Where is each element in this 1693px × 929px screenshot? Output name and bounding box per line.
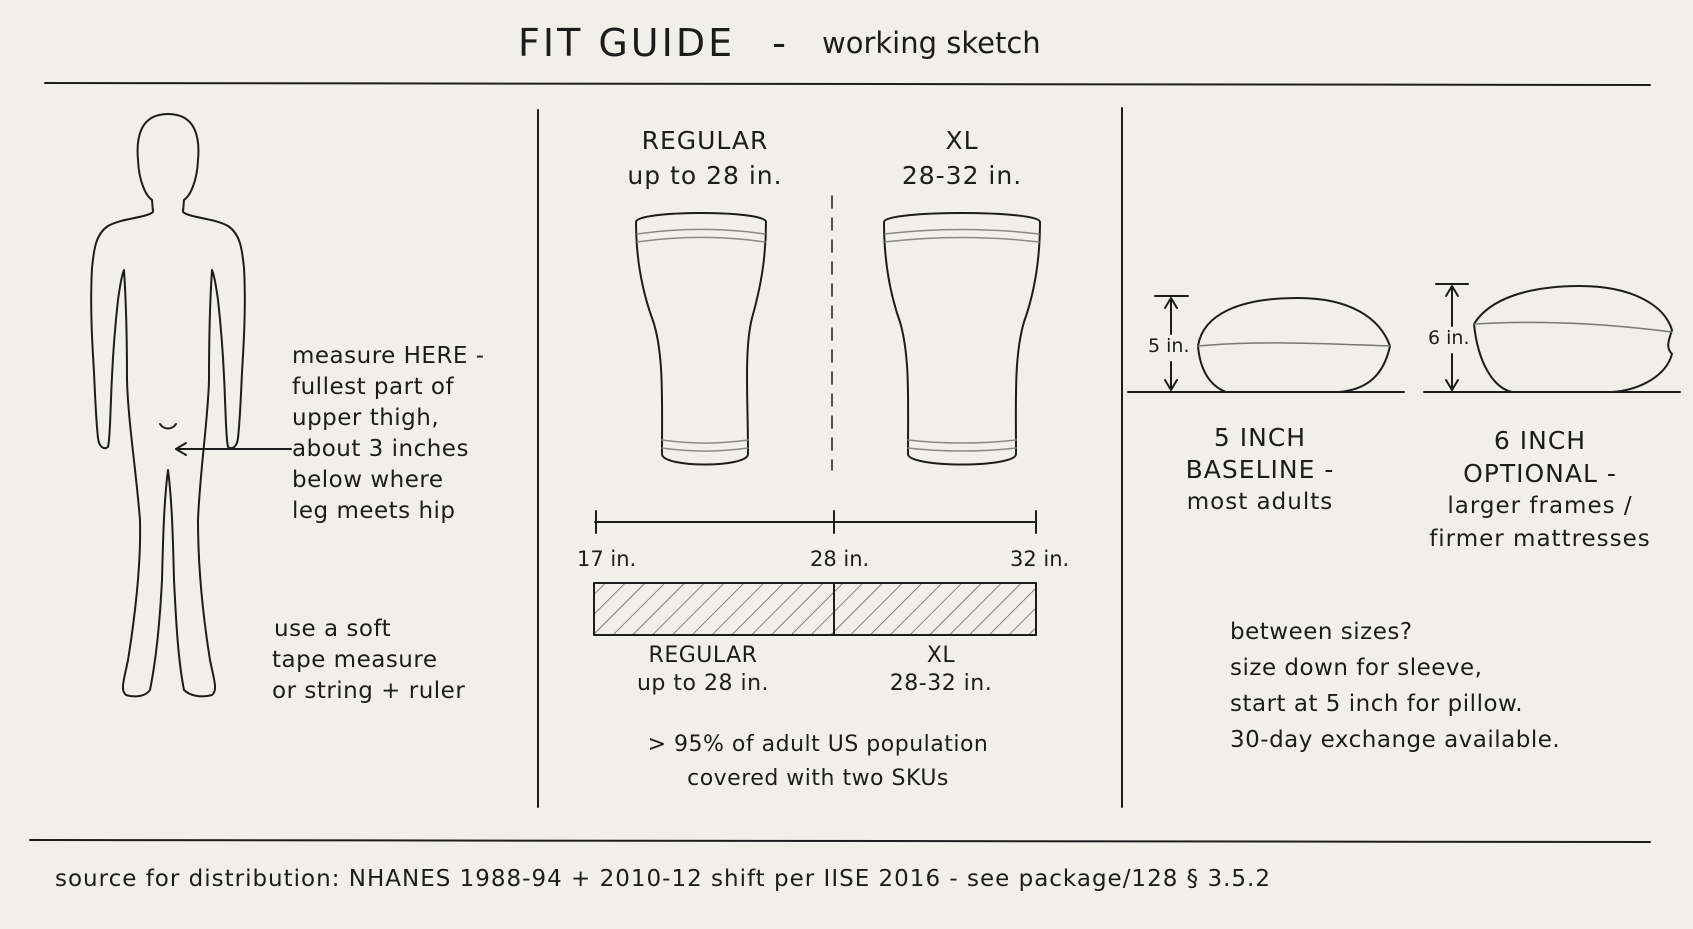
- coverage-line: covered with two SKUs: [687, 766, 949, 791]
- scale-tick-label: 28 in.: [810, 547, 870, 571]
- size-range: 28-32 in.: [901, 161, 1023, 191]
- pillow-6-height: 6 in.: [1428, 327, 1470, 349]
- tool-line: use a soft: [274, 616, 392, 642]
- regular-sleeve-bottom-band: [661, 439, 749, 444]
- advice-line: 30-day exchange available.: [1230, 727, 1561, 753]
- crotch-line: [159, 423, 177, 430]
- pillow-label-line: 5 INCH: [1213, 423, 1307, 452]
- footer-rule: [29, 839, 1651, 843]
- pillow-label-line: BASELINE -: [1185, 455, 1335, 484]
- regular-sleeve-icon: [635, 212, 767, 466]
- pillow-6-dim-arrow-down: [1445, 379, 1459, 391]
- measure-line: fullest part of: [292, 374, 455, 400]
- pillow-6-label: 6 INCH OPTIONAL - larger frames / firmer…: [1420, 424, 1660, 556]
- pillow-5-dim-arrow-down: [1164, 379, 1178, 391]
- scale-tick-label: 32 in.: [1010, 547, 1070, 571]
- coverage-note: > 95% of adult US population covered wit…: [598, 728, 1038, 796]
- coverage-line: > 95% of adult US population: [647, 732, 989, 757]
- pillow-label-line: most adults: [1186, 489, 1334, 515]
- title-text: FIT GUIDE: [518, 21, 736, 65]
- bar-label-regular: REGULAR up to 28 in.: [618, 642, 788, 697]
- xl-sleeve-icon: [883, 212, 1041, 466]
- pillow-5-label: 5 INCH BASELINE - most adults: [1150, 422, 1370, 518]
- measure-line: measure HERE -: [292, 343, 485, 369]
- pillow-label-line: 6 INCH: [1493, 426, 1587, 455]
- title-separator: -: [772, 21, 789, 65]
- advice-line: between sizes?: [1230, 619, 1413, 645]
- page-subtitle: working sketch: [822, 26, 1041, 60]
- measure-line: upper thigh,: [292, 405, 440, 431]
- tool-line: tape measure: [272, 647, 438, 673]
- measure-instructions: measure HERE - fullest part of upper thi…: [292, 341, 485, 527]
- size-range: up to 28 in.: [627, 161, 783, 191]
- size-name: XL: [945, 126, 979, 155]
- measure-tool-note: use a soft tape measure or string + rule…: [272, 614, 465, 707]
- bar-label-range: 28-32 in.: [889, 670, 993, 696]
- measure-line: about 3 inches: [292, 436, 469, 462]
- regular-sleeve-top-band: [636, 228, 766, 235]
- size-name: REGULAR: [641, 126, 769, 155]
- pillow-5-dim-arrow-up: [1164, 297, 1178, 309]
- measure-pointer-arrowhead: [175, 442, 187, 456]
- regular-size-header: REGULAR up to 28 in.: [610, 125, 800, 192]
- pillow-6-dim-arrow-up: [1445, 285, 1459, 297]
- pillow-label-line: OPTIONAL -: [1463, 459, 1617, 488]
- bar-label-name: XL: [926, 643, 956, 668]
- bar-label-xl: XL 28-32 in.: [856, 642, 1026, 697]
- xl-size-header: XL 28-32 in.: [862, 125, 1062, 192]
- pillow-5-icon: [1197, 297, 1391, 393]
- bar-label-range: up to 28 in.: [636, 670, 770, 696]
- sizing-advice: between sizes? size down for sleeve, sta…: [1230, 614, 1560, 758]
- xl-sleeve-top-band-2: [884, 236, 1040, 243]
- source-note: source for distribution: NHANES 1988-94 …: [55, 866, 1271, 892]
- bar-label-name: REGULAR: [648, 643, 758, 668]
- regular-sleeve-top-band-2: [636, 236, 766, 243]
- advice-line: size down for sleeve,: [1230, 655, 1483, 681]
- pillow-6-seam: [1473, 321, 1673, 333]
- advice-line: start at 5 inch for pillow.: [1230, 691, 1524, 717]
- measure-line: leg meets hip: [292, 498, 456, 524]
- pillow-6-icon: [1473, 285, 1673, 393]
- scale-tick-label: 17 in.: [577, 547, 637, 571]
- pillow-label-line: larger frames /: [1447, 493, 1633, 519]
- regular-sleeve-bottom-band-2: [661, 447, 749, 452]
- measure-line: below where: [292, 467, 444, 493]
- xl-sleeve-bottom-band: [907, 439, 1017, 444]
- body-outline-icon: [90, 113, 246, 698]
- xl-sleeve-top-band: [884, 228, 1040, 235]
- page-title: FIT GUIDE -: [518, 20, 789, 68]
- pillow-5-height: 5 in.: [1148, 335, 1190, 357]
- title-rule: [44, 82, 1651, 86]
- pillow-5-seam: [1197, 342, 1391, 347]
- tool-line: or string + ruler: [272, 678, 466, 704]
- pillow-label-line: firmer mattresses: [1429, 526, 1651, 552]
- xl-sleeve-bottom-band-2: [907, 447, 1017, 452]
- coverage-bar: [593, 582, 1037, 636]
